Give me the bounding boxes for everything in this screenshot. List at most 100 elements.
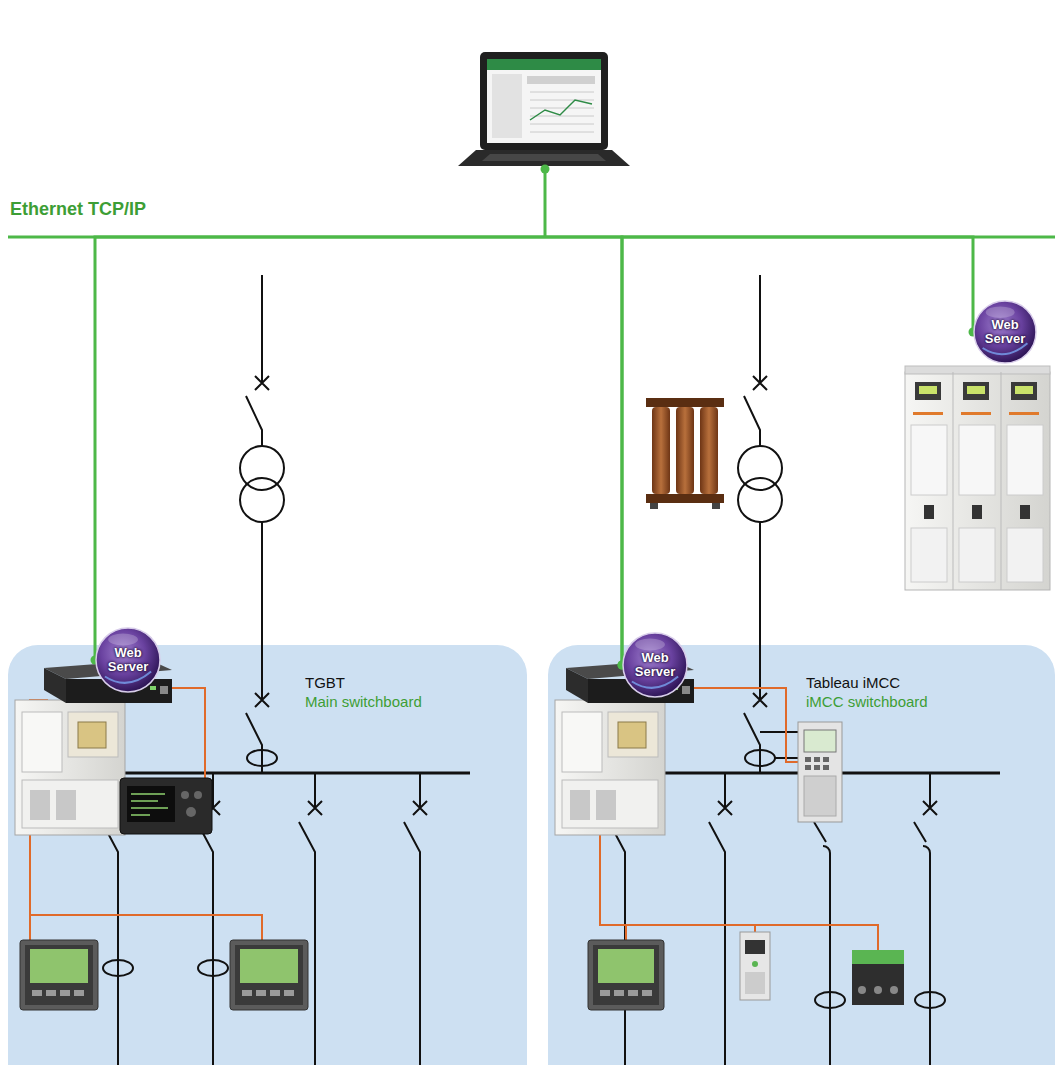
communication-wire [30, 915, 262, 940]
communication-wire [30, 688, 878, 950]
motor-module [752, 961, 758, 967]
switchboard-cabinet [555, 700, 665, 835]
web-server-label: Web Server [631, 651, 679, 679]
transformer-illustration [700, 407, 718, 494]
display-unit [186, 807, 196, 817]
mv-switchgear-illustration [1015, 386, 1033, 394]
power-meter [628, 990, 638, 996]
display-unit [120, 778, 212, 834]
panel-subtitle: Main switchboard [305, 692, 422, 711]
motor-controller [890, 986, 898, 994]
protection-relay [804, 776, 836, 816]
single-line-diagram [103, 960, 133, 976]
power-meter [598, 949, 654, 983]
single-line-diagram [299, 773, 322, 1065]
transformer-illustration [646, 494, 724, 503]
panel-shape [548, 645, 1055, 1065]
mv-switchgear-illustration [919, 386, 937, 394]
power-meter [32, 990, 42, 996]
mv-switchgear-illustration [1007, 528, 1043, 582]
mv-switchgear-illustration [961, 412, 991, 415]
switchboard-cabinet [78, 722, 106, 748]
laptop-illustration [530, 92, 594, 132]
laptop-illustration [527, 76, 595, 84]
panel-shape [548, 645, 1055, 1065]
switchboard-cabinet [22, 780, 118, 828]
ethernet-bus [8, 165, 1055, 238]
power-meter [242, 990, 252, 996]
transformer-illustration [646, 398, 724, 407]
panel-title: TGBT [305, 673, 422, 692]
switchboard-cabinet [562, 780, 658, 828]
motor-module [740, 932, 770, 1000]
transformer-illustration [712, 503, 720, 509]
power-meter [60, 990, 70, 996]
switchboard-cabinet [596, 790, 616, 820]
panel-heading: Tableau iMCCiMCC switchboard [806, 673, 928, 711]
mv-switchgear-illustration [911, 425, 947, 495]
power-meter [46, 990, 56, 996]
protection-relay [823, 757, 829, 762]
power-meter [284, 990, 294, 996]
switchboard-cabinet [22, 712, 62, 772]
protection-relay [805, 757, 811, 762]
switchboard-cabinet [608, 712, 658, 757]
mv-switchgear-illustration [905, 366, 1050, 374]
motor-controller [858, 986, 866, 994]
display-unit [194, 791, 202, 799]
web-server-globe: Web Server [622, 632, 688, 698]
panel-heading: TGBTMain switchboard [305, 673, 422, 711]
single-line-diagram [240, 478, 284, 522]
communication-wire [694, 688, 798, 762]
globe-highlight [108, 634, 138, 646]
laptop-illustration [480, 52, 608, 150]
ethernet-link [95, 237, 622, 665]
power-meter [588, 940, 664, 1010]
web-server-label: Web Server [104, 646, 152, 674]
power-meter [240, 949, 298, 983]
ethernet-bus [544, 168, 547, 237]
power-meter [20, 940, 98, 1010]
power-meter [614, 990, 624, 996]
mv-switchgear-illustration [959, 425, 995, 495]
laptop-illustration [482, 154, 606, 161]
laptop-illustration [458, 52, 630, 166]
single-line-diagram [738, 478, 782, 522]
transformer-illustration [646, 398, 724, 509]
power-meter [74, 990, 84, 996]
switchboard-cabinet [15, 700, 125, 835]
single-line-diagram [247, 750, 277, 766]
web-server-globe: Web Server [973, 300, 1037, 364]
switchboard-panel: TGBTMain switchboard Web Server [8, 645, 527, 1065]
single-line-diagram [815, 992, 845, 1008]
switchboard-cabinet [15, 700, 125, 835]
mv-switchgear-illustration [963, 382, 989, 400]
power-meter [256, 990, 266, 996]
label-slot: Ethernet TCP/IP [10, 199, 146, 220]
switchboard-panel: Tableau iMCCiMCC switchboard Web Server [548, 645, 1055, 1065]
display-unit [131, 794, 168, 815]
motor-controller [852, 950, 904, 1005]
protection-relay [798, 722, 842, 822]
mv-switchgear-illustration [959, 528, 995, 582]
protection-relay [804, 730, 836, 752]
power-meter [270, 990, 280, 996]
panel-shape [8, 645, 527, 1065]
transformer-illustration [650, 503, 658, 509]
laptop-illustration [487, 59, 601, 143]
power-meter [600, 990, 610, 996]
power-meter [20, 940, 98, 1010]
power-meter [25, 945, 93, 1005]
power-meter [230, 940, 308, 1010]
motor-module [745, 940, 765, 954]
mv-switchgear-illustration [953, 372, 1001, 590]
single-line-diagram [198, 960, 228, 976]
power-meter [642, 990, 652, 996]
globe-shape [974, 301, 1036, 363]
single-line-diagram [246, 522, 269, 773]
power-meter [593, 945, 659, 1005]
switchboard-cabinet [68, 712, 118, 757]
web-server-label: Web Server [982, 318, 1028, 346]
mv-switchgear-illustration [905, 372, 1050, 590]
single-line-diagram [578, 275, 1000, 1065]
